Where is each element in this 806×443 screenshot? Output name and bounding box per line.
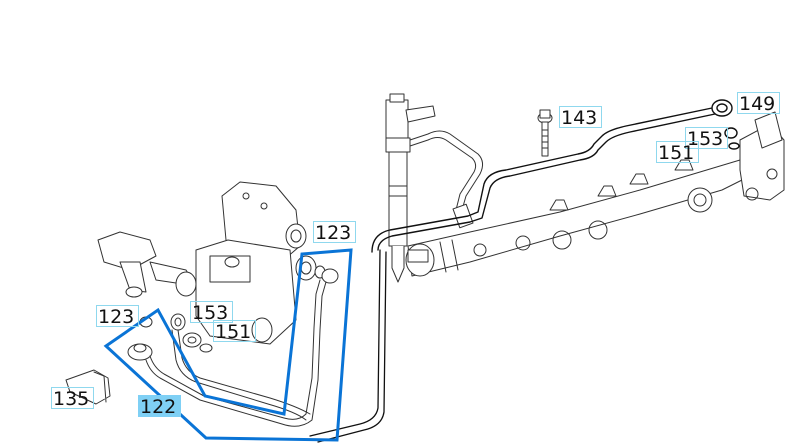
callout-135[interactable]: 135: [51, 387, 94, 410]
seals-left: [127, 265, 339, 361]
inlet-fitting: [97, 231, 197, 298]
high-pressure-lines: [145, 249, 387, 443]
fuel-rail: [405, 111, 785, 277]
rail-pipe: [371, 99, 740, 253]
callout-123-left[interactable]: 123: [96, 305, 139, 328]
fuel-injector: [385, 93, 484, 283]
callout-122-selected[interactable]: 122: [138, 395, 181, 418]
callout-151-left[interactable]: 151: [213, 320, 256, 343]
callout-149[interactable]: 149: [737, 92, 780, 115]
callout-151-right[interactable]: 151: [656, 141, 699, 164]
high-pressure-pump: [195, 181, 317, 345]
callout-123-top[interactable]: 123: [313, 221, 356, 244]
callout-143[interactable]: 143: [559, 106, 602, 129]
callout-153-left[interactable]: 153: [190, 301, 233, 324]
bolt-143: [537, 109, 553, 157]
callout-153-right[interactable]: 153: [685, 127, 728, 150]
selected-part-outline: [103, 248, 353, 442]
